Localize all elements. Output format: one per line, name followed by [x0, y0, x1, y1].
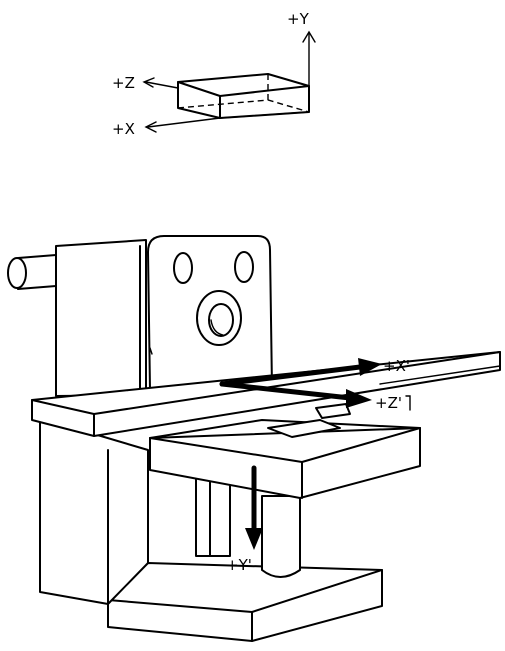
y-prime-axis-label: +Y'	[226, 556, 252, 574]
reference-workpiece-block	[177, 73, 310, 119]
x-prime-arrow-icon	[358, 358, 382, 376]
x-axis-label: +X	[112, 120, 135, 138]
x-axis-line	[147, 111, 310, 128]
machine-axes: +X' +Z' +Y'	[219, 357, 411, 574]
z-prime-arrow-icon	[346, 389, 372, 408]
housing-hole-left	[173, 252, 193, 284]
spindle-housing	[7, 235, 273, 397]
milling-machine	[7, 235, 501, 642]
support-posts	[195, 467, 301, 578]
housing-hole-right	[234, 251, 254, 283]
y-prime-arrow-icon	[245, 528, 263, 550]
y-axis-label: +Y	[287, 10, 310, 28]
machine-base	[107, 562, 383, 642]
machine-column	[39, 417, 149, 605]
z-axis-line	[145, 81, 179, 89]
reference-axes: +Y +Z +X	[112, 10, 316, 138]
x-axis-arrow-icon	[144, 121, 157, 133]
z-prime-axis-label: +Z'	[375, 394, 402, 412]
z-axis-arrow-icon	[142, 77, 155, 88]
x-prime-axis-label: +X'	[383, 357, 410, 375]
y-axis-arrow-icon	[302, 30, 316, 43]
x-prime-axis-line	[219, 364, 363, 387]
saddle	[149, 403, 421, 499]
z-prime-axis-line	[219, 381, 353, 401]
z-axis-label: +Z	[112, 74, 135, 92]
